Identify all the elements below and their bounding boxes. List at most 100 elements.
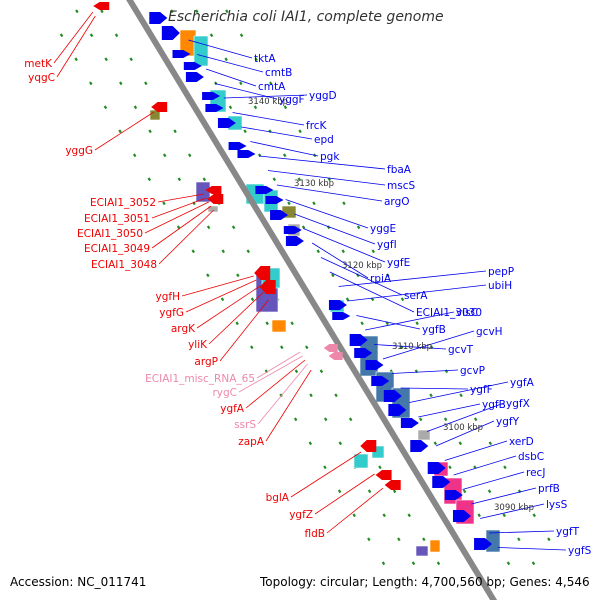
track-tick [209,33,214,38]
gene-label-right[interactable]: gcvH [476,326,503,338]
track-tick [356,225,361,230]
cog-box [429,539,441,553]
gene-label-right[interactable]: ygfE [387,257,410,269]
forward-gene-arrow [217,118,236,128]
leader-line [276,184,383,202]
cog-box [207,205,219,213]
gene-label-right[interactable]: ubiH [488,280,512,292]
gene-label-right[interactable]: tktA [254,53,276,65]
gene-label-right[interactable]: ygfY [496,416,520,428]
gene-label-right[interactable]: ECIAI1_3030 [416,307,482,319]
gene-label-right[interactable]: fbaA [387,164,412,176]
gene-label-right[interactable]: ygfX [506,398,530,410]
gene-label-right[interactable]: yggE [370,223,396,235]
gene-label-left[interactable]: rygC [212,387,237,399]
cog-box [415,545,429,557]
reverse-gene-arrow [259,280,276,294]
leader-line [232,112,305,126]
gene-label-right[interactable]: dsbC [518,451,544,463]
gene-label-right[interactable]: lysS [546,499,568,511]
gene-label-right[interactable]: yggD [309,90,337,102]
track-tick [477,513,481,518]
gene-label-right[interactable]: gcvP [460,365,485,377]
leader-line [365,311,455,331]
gene-label-right[interactable]: ygfB [422,324,446,336]
track-tick [323,465,327,470]
track-tick [282,153,287,158]
gene-label-right[interactable]: ygfB [482,399,506,411]
gene-label-left[interactable]: yqgC [28,72,55,84]
track-tick [367,489,372,494]
gene-label-right[interactable]: yggF [279,94,305,106]
track-tick [253,105,258,110]
gene-label-left[interactable]: ygfZ [289,509,313,521]
gene-label-left[interactable]: ssrS [234,419,256,431]
gene-label-right[interactable]: pgk [320,151,340,163]
track-tick [265,321,269,326]
leader-line [157,193,204,203]
gene-label-right[interactable]: ygfA [510,377,535,389]
gene-label-left[interactable]: ECIAI1_3049 [84,243,150,255]
gene-label-right[interactable]: pepP [488,266,514,278]
gene-label-right[interactable]: cmtA [258,81,286,93]
track-tick [231,225,236,230]
leader-line [259,155,386,170]
gene-label-right[interactable]: recJ [526,467,545,479]
leader-line [197,54,264,73]
track-tick [280,345,284,350]
gene-label-right[interactable]: frcK [306,120,328,132]
gene-label-right[interactable]: ygfI [377,239,397,251]
leader-line [241,126,313,140]
gene-label-right[interactable]: argO [384,196,410,208]
gene-label-left[interactable]: ECIAI1_3051 [84,213,150,225]
gene-label-left[interactable]: argP [194,356,218,368]
track-tick [378,465,382,470]
gene-label-right[interactable]: visC [456,307,478,319]
gene-label-right[interactable]: rpiA [370,273,392,285]
track-tick [114,33,119,38]
gene-label-left[interactable]: yliK [188,339,208,351]
gene-label-left[interactable]: ygfH [156,291,180,303]
gene-label-left[interactable]: yggG [65,145,93,157]
gene-label-right[interactable]: prfB [538,483,560,495]
gene-label-right[interactable]: serA [404,290,428,302]
gene-label-left[interactable]: ECIAI1_3052 [90,197,156,209]
gene-label-left[interactable]: ECIAI1_misc_RNA_65 [145,373,255,385]
kbp-label: 3130 kbp [294,179,334,189]
leader-line [303,228,386,263]
gene-label-right[interactable]: gcvT [448,344,474,356]
gene-label-right[interactable]: epd [314,134,334,146]
track-tick [272,177,277,182]
gene-label-right[interactable]: mscS [387,180,415,192]
gene-label-right[interactable]: ygfS [568,545,592,557]
track-tick [301,225,306,230]
gene-label-left[interactable]: ygfG [159,307,184,319]
gene-label-left[interactable]: ECIAI1_3050 [77,228,143,240]
gene-label-right[interactable]: ygfF [470,384,493,396]
forward-gene-arrow [285,236,304,246]
track-tick [250,345,254,350]
leader-line [462,471,525,490]
leader-line [151,205,212,249]
gene-label-left[interactable]: bglA [266,492,290,504]
gene-label-left[interactable]: ECIAI1_3048 [91,259,157,271]
track-tick [269,81,273,86]
track-tick [371,249,375,254]
track-tick [195,9,199,14]
gene-label-left[interactable]: argK [171,323,196,335]
gene-label-right[interactable]: ygfT [556,526,580,538]
leader-line [181,275,254,297]
leader-line [94,111,155,151]
leader-line [267,170,386,186]
gene-label-left[interactable]: ygfA [220,403,245,415]
track-tick [334,393,338,398]
gene-label-right[interactable]: xerD [509,436,534,448]
gene-label-left[interactable]: metK [24,58,53,70]
gene-label-left[interactable]: fldB [305,528,325,540]
label-leader-lines [53,11,567,551]
leader-line [265,369,312,442]
track-tick [547,537,551,542]
forward-gene-arrow [202,92,221,100]
gene-label-right[interactable]: cmtB [265,67,292,79]
gene-label-left[interactable]: zapA [238,436,265,448]
